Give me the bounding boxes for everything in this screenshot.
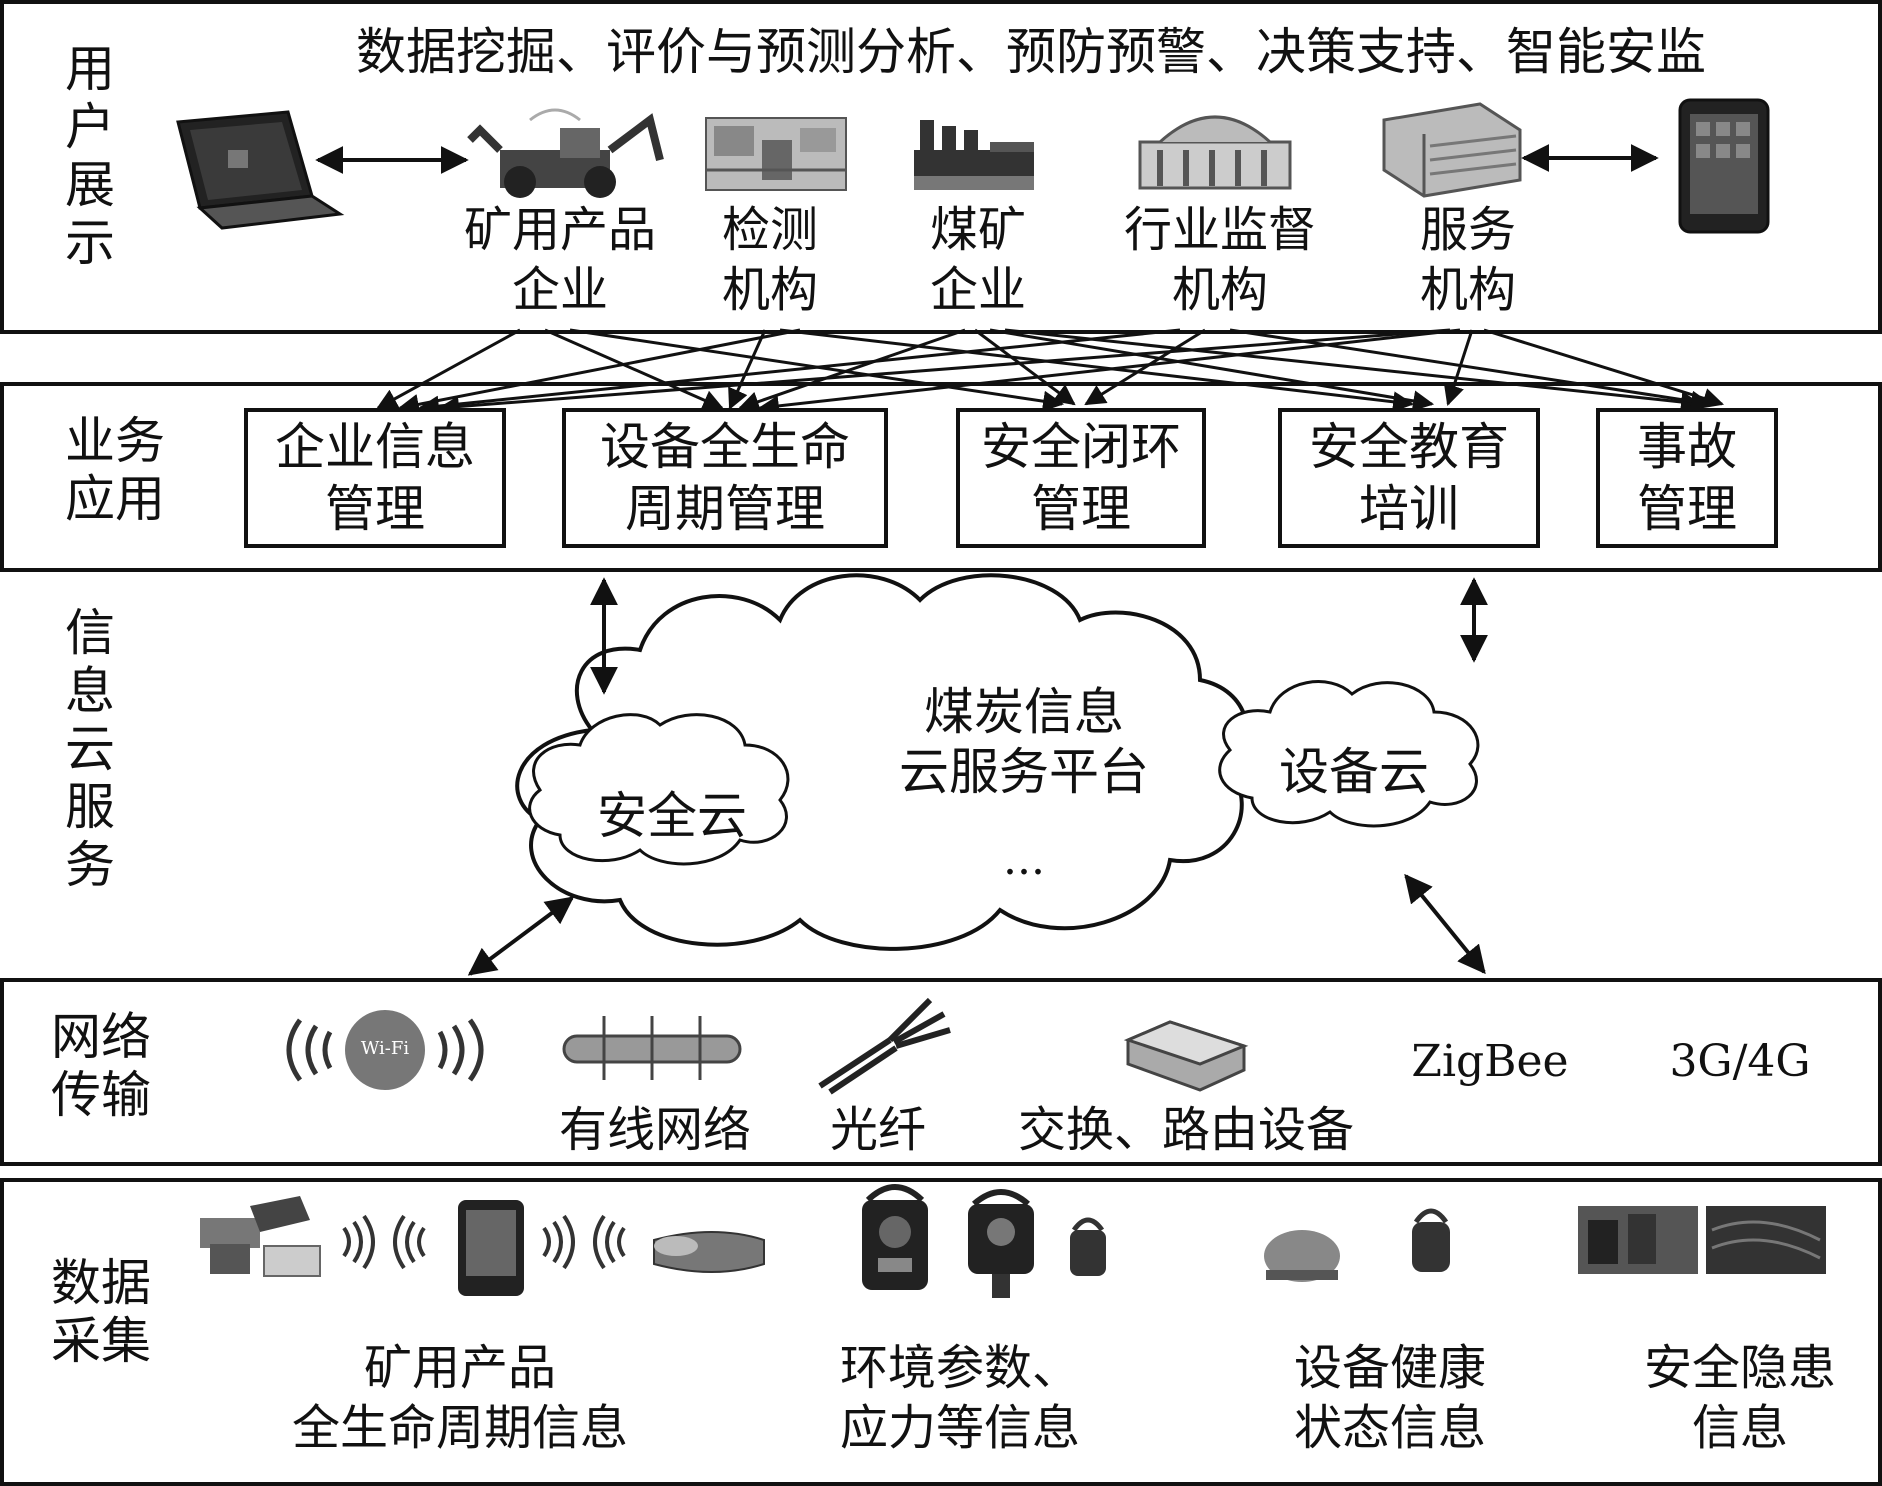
app-equipment-lifecycle-management: 设备全生命 周期管理 — [562, 408, 888, 548]
entity-to-app-arrows — [376, 328, 1725, 418]
wifi-badge-label: Wi-Fi — [360, 1038, 410, 1059]
collect-equipment-health: 设备健康 状态信息 — [1293, 1340, 1486, 1456]
laptop-icon — [176, 110, 345, 230]
layer-label-cloud-service: 信 息 云 服 务 — [65, 604, 115, 894]
layer-label-business: 业务 应用 — [65, 412, 165, 528]
handheld-terminal-icon — [458, 1200, 524, 1296]
equipment-cloud-shape — [1218, 680, 1480, 828]
cloud-more-ellipsis: ... — [1003, 834, 1045, 885]
layer-label-data-collection: 数据 采集 — [51, 1254, 151, 1370]
entity-industry-supervision: 行业监督 机构 — [1123, 202, 1316, 318]
entity-testing-institution: 检测 机构 — [721, 202, 818, 318]
gas-sensor-icon — [862, 1184, 928, 1290]
network-fiber-label: 光纤 — [829, 1102, 926, 1158]
excavator-icon — [467, 108, 664, 198]
cloud-platform-label: 煤炭信息 云服务平台 — [899, 683, 1149, 801]
data-collection-layer — [0, 1178, 1882, 1486]
fiber-icon — [818, 997, 951, 1095]
app-safety-education-training: 安全教育 培训 — [1278, 408, 1540, 548]
signal-waves-icon — [342, 1214, 626, 1270]
network-switch-router-label: 交换、路由设备 — [1017, 1102, 1354, 1158]
entity-coal-mine-enterprise: 煤矿 企业 — [929, 202, 1026, 318]
layer-label-network: 网络 传输 — [51, 1008, 151, 1124]
collect-environment-stress: 环境参数、 应力等信息 — [839, 1340, 1080, 1456]
equipment-cloud-label: 设备云 — [1279, 743, 1429, 801]
government-building-icon — [1138, 115, 1292, 190]
cloud-network-arrow-right — [1404, 873, 1486, 975]
layer-label-user-display: 用 户 展 示 — [65, 40, 115, 272]
wired-network-icon — [562, 1016, 742, 1080]
app-accident-management: 事故 管理 — [1596, 408, 1778, 548]
safety-cloud-label: 安全云 — [597, 787, 747, 845]
rfid-tag-icon — [653, 1231, 765, 1273]
health-sensor-icon — [1412, 1208, 1450, 1272]
network-zigbee-label: ZigBee — [1411, 1036, 1569, 1087]
functions-title: 数据挖掘、评价与预测分析、预防预警、决策支持、智能安监 — [356, 23, 1706, 81]
app-safety-closed-loop-management: 安全闭环 管理 — [956, 408, 1206, 548]
office-building-icon — [1382, 102, 1522, 198]
switch-router-icon — [1123, 1020, 1249, 1092]
hazard-photo-icon — [1578, 1206, 1826, 1274]
entity-service-institution: 服务 机构 — [1419, 202, 1516, 318]
entity-mining-product-enterprise: 矿用产品 企业 — [463, 202, 656, 318]
tablet-icon — [1678, 98, 1770, 234]
stress-sensor-icon — [968, 1189, 1034, 1298]
rfid-reader-icon — [200, 1196, 321, 1277]
wifi-icon — [286, 1010, 484, 1090]
collect-mining-product-lifecycle: 矿用产品 全生命周期信息 — [291, 1340, 628, 1456]
network-wired-label: 有线网络 — [558, 1102, 751, 1158]
factory-icon — [914, 120, 1034, 190]
motor-icon — [1264, 1230, 1340, 1282]
safety-cloud-shape — [528, 713, 790, 866]
network-mobile-label: 3G/4G — [1669, 1036, 1811, 1087]
collect-safety-hazard: 安全隐患 信息 — [1643, 1340, 1836, 1456]
small-sensor-icon — [1070, 1217, 1106, 1276]
lab-icon — [705, 117, 847, 191]
app-enterprise-info-management: 企业信息 管理 — [244, 408, 506, 548]
cloud-network-arrow-left — [467, 896, 575, 976]
